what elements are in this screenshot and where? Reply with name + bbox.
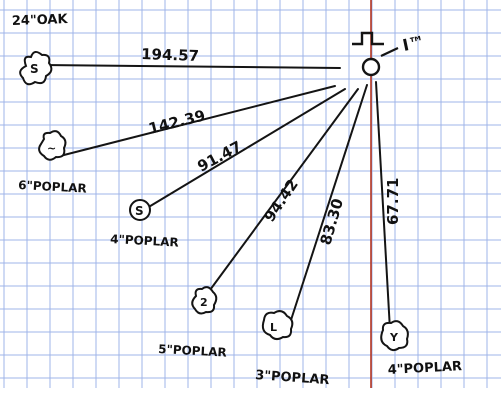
svg-text:L: L	[270, 321, 277, 334]
measurement-lines	[41, 64, 391, 331]
line-to-6-poplar	[59, 85, 336, 157]
tree-label-4-poplar-right: 4"POPLAR	[387, 359, 462, 378]
svg-text:Y: Y	[389, 331, 399, 344]
corner-point-label: I™	[401, 32, 426, 55]
svg-text:2: 2	[200, 296, 208, 309]
corner-point-circle	[361, 57, 381, 77]
distance-194-57: 194.57	[141, 45, 199, 65]
line-to-4-poplar-right	[375, 81, 391, 331]
tree-label-5-poplar: 5"POPLAR	[158, 342, 227, 360]
line-to-3-poplar	[290, 84, 368, 321]
svg-text:~: ~	[47, 142, 56, 155]
corner-point: I™	[352, 31, 426, 77]
svg-text:S: S	[135, 204, 144, 218]
tree-symbol-6-poplar: ~	[38, 130, 67, 161]
line-to-24-oak	[41, 64, 341, 69]
distance-67-71: 67.71	[384, 178, 402, 225]
tree-symbol-4-poplar-right: Y	[380, 320, 409, 352]
tree-symbol-24-oak: S	[19, 51, 53, 86]
fence-corner-symbol	[352, 31, 384, 46]
tree-symbol-4-poplar-left: S	[129, 199, 151, 221]
tree-label-24-oak: 24"OAK	[12, 12, 69, 29]
tree-label-3-poplar: 3"POPLAR	[255, 368, 330, 388]
tree-symbol-5-poplar: 2	[191, 286, 218, 315]
tree-labels: 24"OAK 6"POPLAR 4"POPLAR 5"POPLAR 3"POPL…	[12, 12, 463, 388]
tree-label-4-poplar-left: 4"POPLAR	[110, 232, 179, 250]
svg-text:S: S	[30, 62, 39, 76]
line-to-4-poplar-left	[146, 88, 346, 209]
tree-symbol-3-poplar: L	[261, 310, 294, 341]
corner-point-leader	[380, 47, 399, 57]
tree-label-6-poplar: 6"POPLAR	[18, 178, 87, 196]
tree-symbols: S ~ S 2 L Y	[19, 51, 409, 352]
line-to-5-poplar	[209, 88, 359, 291]
